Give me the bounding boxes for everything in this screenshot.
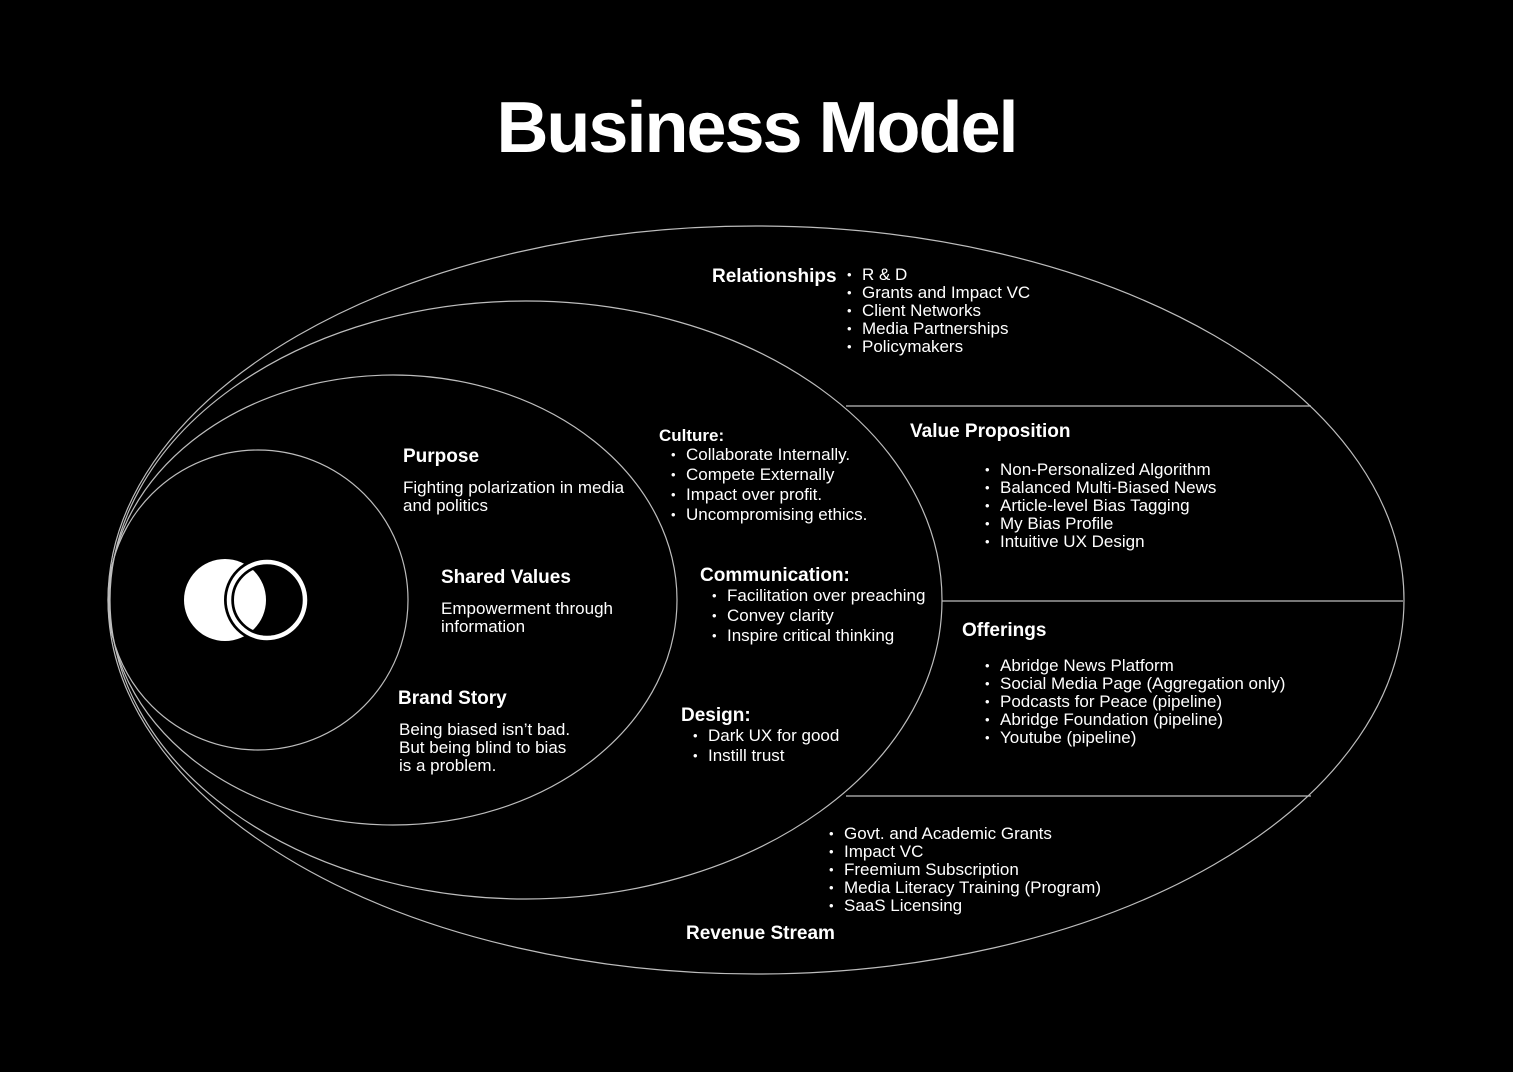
list-item: Intuitive UX Design [984, 533, 1216, 552]
purpose-heading: Purpose [403, 446, 480, 467]
list-item: Impact VC [828, 843, 1101, 862]
list-item: Youtube (pipeline) [984, 729, 1285, 748]
list-item: Uncompromising ethics. [670, 505, 867, 525]
list-item: SaaS Licensing [828, 897, 1101, 916]
list-item: Media Partnerships [846, 320, 1030, 339]
list-item: Facilitation over preaching [711, 586, 925, 606]
brand-story-line: Being biased isn’t bad. [399, 720, 571, 739]
list-item: Collaborate Internally. [670, 445, 867, 465]
list-item: Compete Externally [670, 465, 867, 485]
brand-story-line: But being blind to bias [399, 738, 567, 757]
brand-story-text: Being biased isn’t bad. But being blind … [399, 721, 599, 775]
value-proposition-list: Non-Personalized Algorithm Balanced Mult… [984, 461, 1216, 552]
shared-values-text: Empowerment through information [441, 599, 613, 636]
list-item: Social Media Page (Aggregation only) [984, 675, 1285, 694]
list-item: Dark UX for good [692, 726, 839, 746]
list-item: Media Literacy Training (Program) [828, 879, 1101, 898]
list-item: Non-Personalized Algorithm [984, 461, 1216, 480]
relationships-list: R & D Grants and Impact VC Client Networ… [846, 266, 1030, 357]
brand-story-heading: Brand Story [398, 688, 507, 709]
list-item: Abridge News Platform [984, 657, 1285, 676]
page-title: Business Model [496, 88, 1018, 168]
offerings-list: Abridge News Platform Social Media Page … [984, 657, 1285, 748]
list-item: Instill trust [692, 746, 839, 766]
list-item: Client Networks [846, 302, 1030, 321]
list-item: Govt. and Academic Grants [828, 825, 1101, 844]
list-item: Article-level Bias Tagging [984, 497, 1216, 516]
core-ellipse [108, 374, 678, 826]
culture-heading: Culture: [659, 426, 725, 445]
list-item: Abridge Foundation (pipeline) [984, 711, 1285, 730]
brand-story-line: is a problem. [399, 756, 497, 775]
list-item: Inspire critical thinking [711, 626, 925, 646]
culture-list: Collaborate Internally. Compete External… [670, 445, 867, 525]
list-item: Podcasts for Peace (pipeline) [984, 693, 1285, 712]
offerings-heading: Offerings [962, 620, 1047, 641]
design-list: Dark UX for good Instill trust [692, 726, 839, 766]
relationships-heading: Relationships [712, 266, 837, 287]
list-item: My Bias Profile [984, 515, 1216, 534]
value-proposition-heading: Value Proposition [910, 421, 1071, 442]
culture-ellipse [109, 300, 943, 900]
revenue-stream-heading: Revenue Stream [686, 923, 835, 944]
center-ellipse [107, 449, 409, 751]
purpose-text: Fighting polarization in media and polit… [403, 478, 625, 515]
list-item: Convey clarity [711, 606, 925, 626]
shared-values-heading: Shared Values [441, 567, 571, 588]
list-item: Balanced Multi-Biased News [984, 479, 1216, 498]
communication-list: Facilitation over preaching Convey clari… [711, 586, 925, 646]
design-heading: Design: [681, 705, 751, 726]
list-item: Grants and Impact VC [846, 284, 1030, 303]
revenue-stream-list: Govt. and Academic Grants Impact VC Free… [828, 825, 1101, 916]
list-item: R & D [846, 266, 1030, 285]
list-item: Freemium Subscription [828, 861, 1101, 880]
communication-heading: Communication: [700, 565, 850, 586]
list-item: Policymakers [846, 338, 1030, 357]
list-item: Impact over profit. [670, 485, 867, 505]
overlapping-circles-logo [184, 557, 310, 643]
